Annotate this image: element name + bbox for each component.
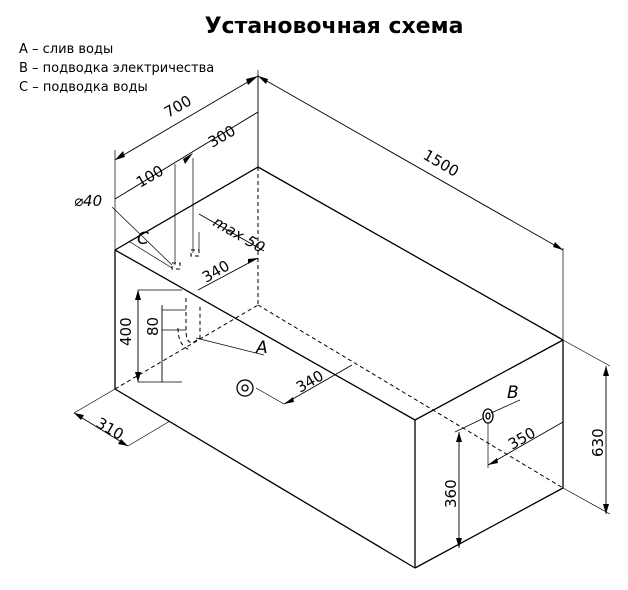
dim-80-label: 80 (144, 317, 162, 336)
marker-a: A (255, 338, 268, 358)
dim-400-label: 400 (117, 317, 135, 346)
legend-item-b: B – подводка электричества (19, 61, 215, 76)
dim-360: 360 (442, 417, 485, 548)
legend: A – слив воды B – подводка электричества… (19, 40, 214, 97)
socket-b: B (482, 383, 521, 424)
dim-350-label: 350 (505, 424, 539, 454)
dim-1500: 1500 (257, 74, 564, 340)
dim-diameter-label: ⌀40 (74, 192, 102, 210)
dim-300-label: 300 (205, 122, 239, 152)
dim-310-label: 310 (93, 414, 127, 444)
dim-700-label: 700 (161, 92, 195, 122)
dim-630: 630 (562, 339, 611, 515)
pipe-c: ⌀40 C (74, 192, 200, 270)
dim-340-a: 340 (255, 364, 353, 405)
marker-b: B (507, 383, 519, 403)
dim-1500-label: 1500 (420, 146, 462, 181)
dim-400-80: 400 80 (117, 289, 186, 383)
tub-outline (114, 166, 564, 569)
hidden-edges (114, 167, 564, 489)
drain-pipe (177, 298, 254, 397)
dim-max50-label: max 50 (210, 213, 268, 257)
dim-100-label: 100 (133, 162, 167, 192)
legend-item-a: A – слив воды (19, 42, 114, 57)
dim-310: 310 (73, 388, 171, 447)
drain-a: A (195, 337, 268, 358)
diagram-title: Установочная схема (204, 14, 464, 39)
dim-340-c: 340 (197, 257, 259, 291)
dim-360-label: 360 (442, 479, 460, 508)
marker-c: C (137, 229, 149, 249)
dim-350: 350 (487, 420, 564, 468)
dim-340-a-label: 340 (293, 367, 327, 397)
legend-item-c: C – подводка воды (19, 80, 148, 95)
dim-630-label: 630 (589, 428, 607, 457)
dim-340-c-label: 340 (199, 257, 233, 287)
